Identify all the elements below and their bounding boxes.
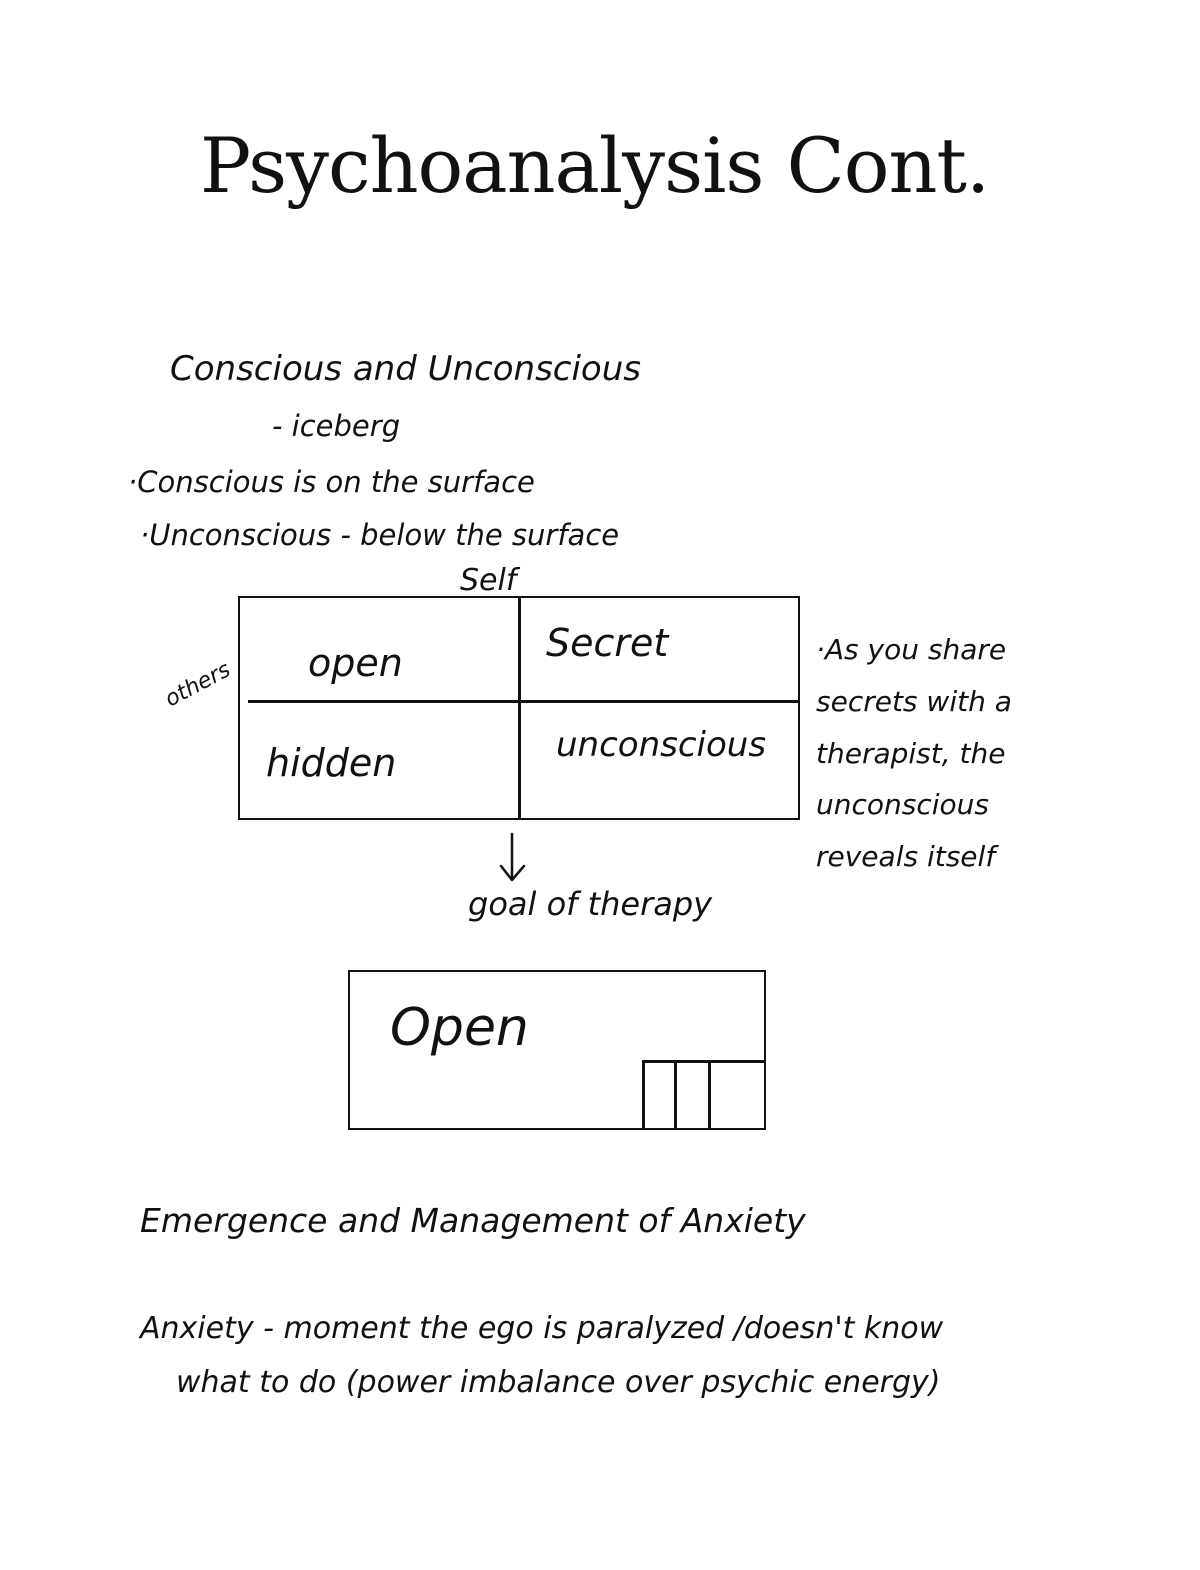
label-others: others [161,657,235,713]
page-title: Psychoanalysis Cont. [200,121,990,210]
goal-box-small-divider-1 [642,1060,645,1128]
grid-horizontal-divider [248,700,800,703]
side-note: ·As you share secrets with a therapist, … [816,633,1012,874]
bullet-unconscious: ·Unconscious - below the surface [140,518,620,552]
goal-of-therapy-label: goal of therapy [468,885,713,923]
down-arrow-icon [499,832,526,882]
goal-box-small-divider-2 [674,1060,677,1128]
cell-hidden: hidden [266,741,397,785]
goal-box-small-divider-3 [708,1060,711,1128]
label-self: Self [460,563,517,598]
grid-vertical-divider [518,596,521,820]
cell-unconscious: unconscious [556,725,767,765]
subheading-iceberg: - iceberg [272,409,401,443]
goal-box-small-top [642,1060,764,1063]
anxiety-definition-line-2: what to do (power imbalance over psychic… [176,1365,941,1400]
bullet-conscious: ·Conscious is on the surface [128,465,535,499]
goal-box-open-label: Open [390,998,529,1058]
cell-secret: Secret [546,621,669,665]
goal-box [348,970,766,1130]
section-heading-anxiety: Emergence and Management of Anxiety [140,1201,806,1240]
section-heading-conscious: Conscious and Unconscious [170,349,641,389]
anxiety-definition-line-1: Anxiety - moment the ego is paralyzed /d… [140,1311,944,1346]
cell-open: open [308,641,403,685]
